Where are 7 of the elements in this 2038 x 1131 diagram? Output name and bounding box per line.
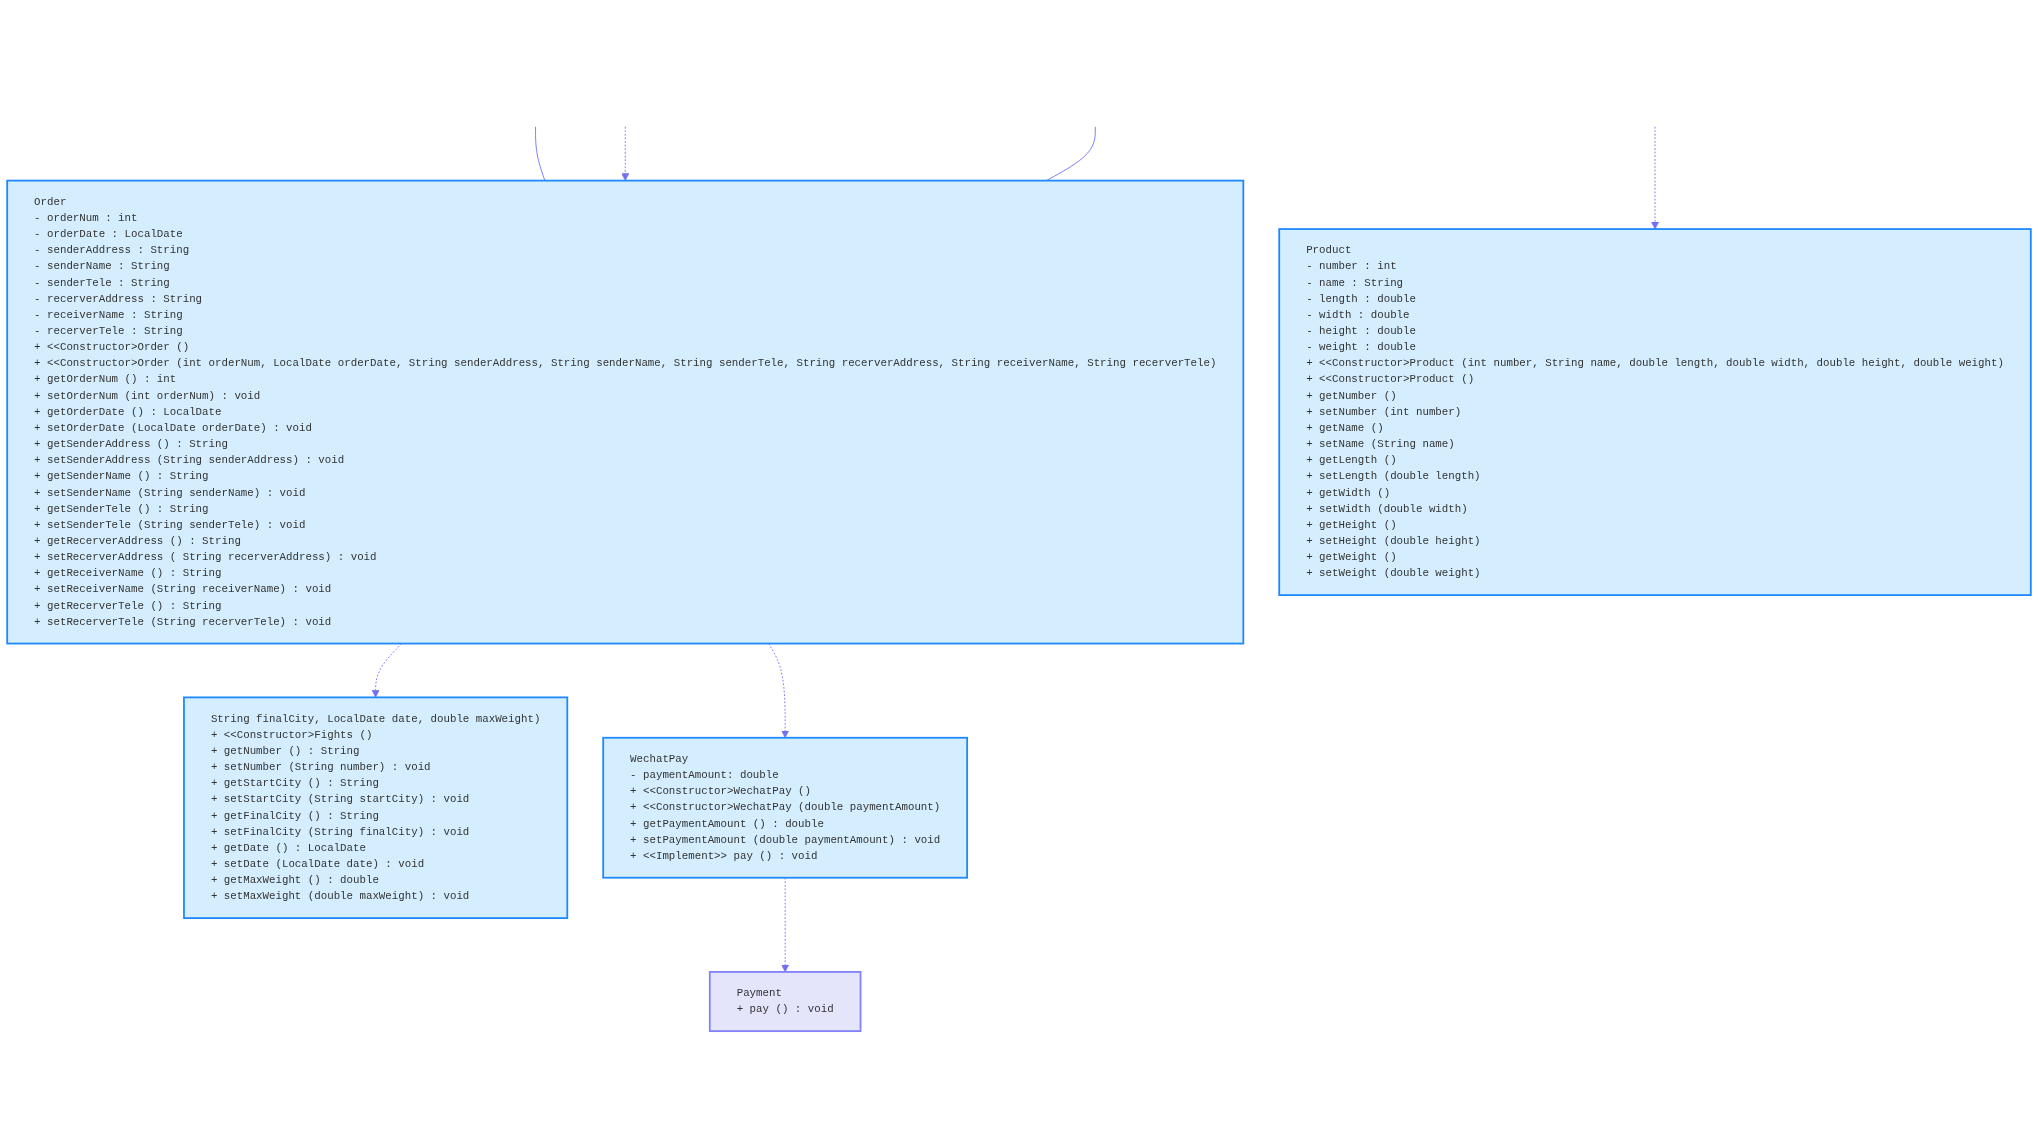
node-box: WechatPay - paymentAmount: double + <<Constructor>WechatPay () + <<Constructor>WechatPay (double paymentAmount) + getPaymentAmount () : double + setPaymentAmount (double paymentAmount) : void + <<Implement>> pay () : void	[602, 736, 969, 879]
node-box: Product - number : int - name : String - length : double - width : double - height : double - weight : double + <<Constructor>Product (int number, String name, double length, double width, double height, double weight) + <<Constructor>Product () + getNumber () + setNumber (int number) + getName () + setName (String name) + getLength () + setLength (double length) + getWidth () + setWidth (double width) + getHeight () + setHeight (double height) + getWeight () + setWeight (double weight)	[1278, 228, 2032, 596]
node-box: Order - orderNum : int - orderDate : LocalDate - senderAddress : String - senderName : String - senderTele : String - recerverAddress : String - receiverName : String - recerverTele : String + <<Constructor>Order () + <<Constructor>Order (int orderNum, LocalDate orderDate, String senderAddress, String senderName, String senderTele, String recerverAddress, String receiverName, String recerverTele) + getOrderNum () : int + setOrderNum (int orderNum) : void + getOrderDate () : LocalDate + setOrderDate (LocalDate orderDate) : void + getSenderAddress () : String + setSenderAddress (String senderAddress) : void + getSenderName () : String + setSenderName (String senderName) : void + getSenderTele () : String + setSenderTele (String senderTele) : void + getRecerverAddress () : String + setRecerverAddress ( String recerverAddress) : void + getReceiverName () : String + setReceiverName (String receiverName) : void + getRecerverTele () : String + setRecerverTele (String recerverTele) : void	[6, 179, 1245, 645]
connector	[535, 126, 546, 182]
node-box: Payment + pay () : void	[708, 971, 862, 1033]
connector	[1045, 126, 1096, 182]
node-box: String finalCity, LocalDate date, double maxWeight) + <<Constructor>Fights () + getNumber () : String + setNumber (String number) : void + getStartCity () : String + setStartCity (String startCity) : void + getFinalCity () : String + setFinalCity (String finalCity) : void + getDate () : LocalDate + setDate (LocalDate date) : void + getMaxWeight () : double + setMaxWeight (double maxWeight) : void	[183, 696, 569, 919]
